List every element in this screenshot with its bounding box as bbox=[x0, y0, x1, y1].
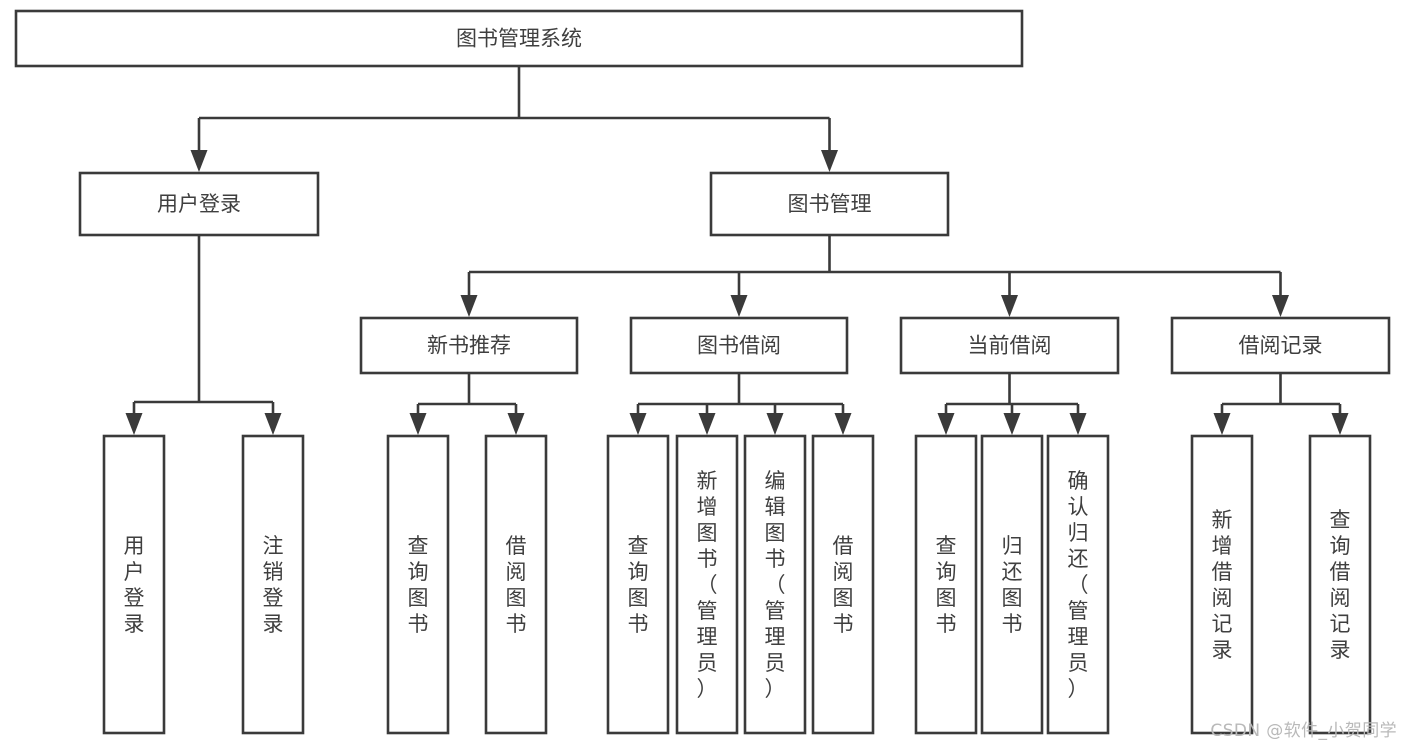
node-box-leaf-cb-query[interactable] bbox=[914, 434, 978, 735]
node-root[interactable]: 图书管理系统 bbox=[14, 9, 1024, 68]
arrow-head-icon bbox=[730, 295, 748, 317]
node-label-leaf-user-login: 用户登录 bbox=[124, 534, 145, 636]
node-label-leaf-rec-borrow: 借阅图书 bbox=[506, 534, 527, 636]
arrow-head-icon bbox=[1069, 413, 1087, 435]
node-label-leaf-bb-query: 查询图书 bbox=[628, 534, 649, 636]
connector-group bbox=[409, 373, 525, 435]
node-current-borrow[interactable]: 当前借阅 bbox=[899, 316, 1120, 375]
node-label-new-book-rec: 新书推荐 bbox=[427, 334, 511, 358]
node-label-leaf-user-logout: 注销登录 bbox=[263, 534, 284, 636]
node-label-current-borrow: 当前借阅 bbox=[968, 334, 1052, 358]
node-new-book-rec[interactable]: 新书推荐 bbox=[359, 316, 579, 375]
arrow-head-icon bbox=[821, 150, 838, 172]
arrow-head-icon bbox=[264, 413, 282, 435]
node-leaf-bb-query[interactable]: 查询图书 bbox=[606, 434, 670, 735]
node-label-leaf-bb-edit: 编辑图书（管理员） bbox=[765, 469, 786, 701]
node-box-leaf-br-add[interactable] bbox=[1190, 434, 1254, 735]
arrow-head-icon bbox=[1001, 295, 1018, 317]
node-leaf-user-logout[interactable]: 注销登录 bbox=[241, 434, 305, 735]
node-leaf-rec-borrow[interactable]: 借阅图书 bbox=[484, 434, 548, 735]
node-leaf-bb-edit[interactable]: 编辑图书（管理员） bbox=[743, 434, 807, 735]
node-box-leaf-bb-add[interactable] bbox=[675, 434, 739, 735]
connector-layer bbox=[125, 66, 1349, 435]
node-label-leaf-br-add: 新增借阅记录 bbox=[1212, 508, 1233, 662]
node-box-leaf-rec-borrow[interactable] bbox=[484, 434, 548, 735]
node-leaf-br-query[interactable]: 查询借阅记录 bbox=[1308, 434, 1372, 735]
node-box-new-book-rec[interactable] bbox=[359, 316, 579, 375]
connector-group bbox=[190, 66, 838, 172]
connector-group bbox=[125, 235, 282, 435]
node-box-leaf-user-logout[interactable] bbox=[241, 434, 305, 735]
connector-group bbox=[629, 373, 852, 435]
node-box-leaf-bb-query[interactable] bbox=[606, 434, 670, 735]
connector-group bbox=[460, 235, 1289, 317]
arrow-head-icon bbox=[698, 413, 716, 435]
node-box-leaf-user-login[interactable] bbox=[102, 434, 166, 735]
node-label-leaf-cb-confirm: 确认归还（管理员） bbox=[1068, 469, 1089, 701]
node-label-leaf-rec-query: 查询图书 bbox=[408, 534, 429, 636]
node-leaf-bb-add[interactable]: 新增图书（管理员） bbox=[675, 434, 739, 735]
watermark-text: CSDN @软件_小贺同学 bbox=[1210, 721, 1397, 741]
node-label-root: 图书管理系统 bbox=[456, 27, 582, 51]
arrow-head-icon bbox=[834, 413, 852, 435]
arrow-head-icon bbox=[629, 413, 647, 435]
node-layer: 图书管理系统用户登录图书管理新书推荐图书借阅当前借阅借阅记录用户登录注销登录查询… bbox=[14, 9, 1391, 735]
arrow-head-icon bbox=[1213, 413, 1231, 435]
node-label-borrow-record: 借阅记录 bbox=[1239, 334, 1323, 358]
arrow-head-icon bbox=[125, 413, 143, 435]
node-leaf-bb-borrow[interactable]: 借阅图书 bbox=[811, 434, 875, 735]
arrow-head-icon bbox=[409, 413, 427, 435]
node-user-login[interactable]: 用户登录 bbox=[78, 171, 320, 237]
arrow-head-icon bbox=[460, 295, 478, 317]
arrow-head-icon bbox=[766, 413, 784, 435]
node-label-leaf-bb-add: 新增图书（管理员） bbox=[697, 469, 718, 701]
node-box-leaf-bb-borrow[interactable] bbox=[811, 434, 875, 735]
node-book-borrow[interactable]: 图书借阅 bbox=[629, 316, 849, 375]
node-leaf-user-login[interactable]: 用户登录 bbox=[102, 434, 166, 735]
arrow-head-icon bbox=[190, 150, 208, 172]
node-box-leaf-rec-query[interactable] bbox=[386, 434, 450, 735]
node-leaf-cb-confirm[interactable]: 确认归还（管理员） bbox=[1046, 434, 1110, 735]
node-leaf-cb-query[interactable]: 查询图书 bbox=[914, 434, 978, 735]
node-box-leaf-bb-edit[interactable] bbox=[743, 434, 807, 735]
node-box-leaf-br-query[interactable] bbox=[1308, 434, 1372, 735]
node-box-leaf-cb-return[interactable] bbox=[980, 434, 1044, 735]
node-label-leaf-cb-return: 归还图书 bbox=[1002, 534, 1023, 636]
node-borrow-record[interactable]: 借阅记录 bbox=[1170, 316, 1391, 375]
node-box-leaf-cb-confirm[interactable] bbox=[1046, 434, 1110, 735]
arrow-head-icon bbox=[1272, 295, 1289, 317]
node-box-root[interactable] bbox=[14, 9, 1024, 68]
arrow-head-icon bbox=[1331, 413, 1349, 435]
node-box-user-login[interactable] bbox=[78, 171, 320, 237]
node-leaf-rec-query[interactable]: 查询图书 bbox=[386, 434, 450, 735]
node-box-current-borrow[interactable] bbox=[899, 316, 1120, 375]
node-leaf-cb-return[interactable]: 归还图书 bbox=[980, 434, 1044, 735]
node-box-book-borrow[interactable] bbox=[629, 316, 849, 375]
node-leaf-br-add[interactable]: 新增借阅记录 bbox=[1190, 434, 1254, 735]
connector-group bbox=[937, 373, 1087, 435]
node-label-leaf-br-query: 查询借阅记录 bbox=[1330, 508, 1351, 662]
node-label-user-login: 用户登录 bbox=[157, 192, 241, 216]
connector-group bbox=[1213, 373, 1349, 435]
node-label-book-manage: 图书管理 bbox=[788, 192, 872, 216]
arrow-head-icon bbox=[507, 413, 525, 435]
node-label-leaf-bb-borrow: 借阅图书 bbox=[833, 534, 854, 636]
node-label-leaf-cb-query: 查询图书 bbox=[936, 534, 957, 636]
arrow-head-icon bbox=[937, 413, 955, 435]
node-box-borrow-record[interactable] bbox=[1170, 316, 1391, 375]
node-box-book-manage[interactable] bbox=[709, 171, 950, 237]
node-book-manage[interactable]: 图书管理 bbox=[709, 171, 950, 237]
node-label-book-borrow: 图书借阅 bbox=[697, 334, 781, 358]
arrow-head-icon bbox=[1003, 413, 1021, 435]
